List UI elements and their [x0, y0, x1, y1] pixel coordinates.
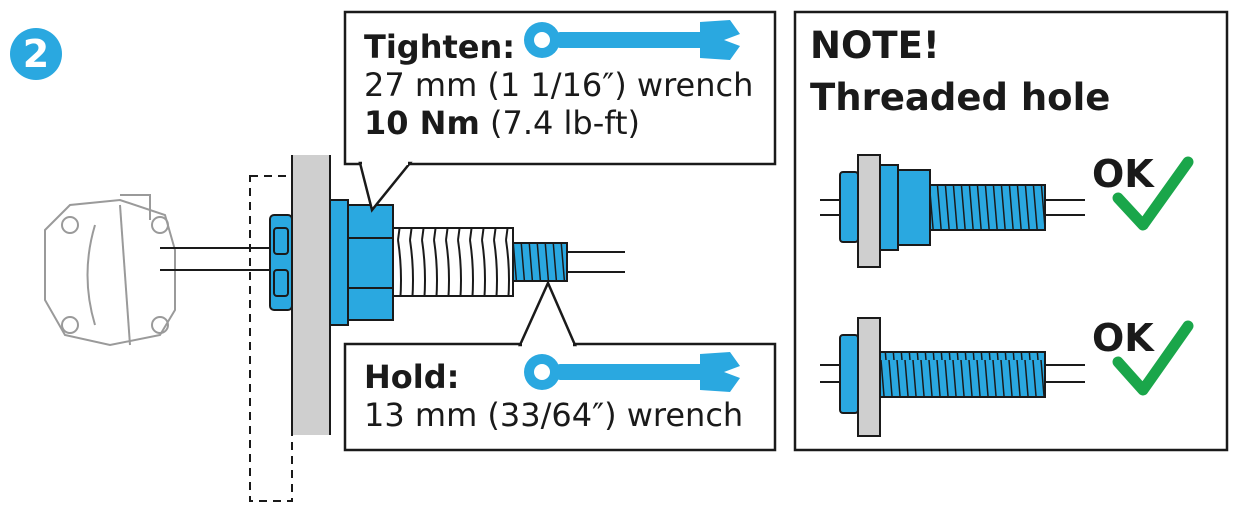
cable [160, 247, 270, 271]
note-title: NOTE! [810, 24, 940, 67]
threaded-example-2 [820, 317, 1085, 437]
cable-gland-fitting [269, 199, 625, 326]
tighten-torque: 10 Nm (7.4 lb-ft) [364, 104, 640, 142]
wrench-icon [524, 352, 740, 392]
wall-section [291, 155, 331, 435]
ok-label-1: OK [1092, 152, 1154, 196]
ok-label-2: OK [1092, 316, 1154, 360]
tighten-label: Tighten: [364, 28, 516, 66]
note-subtitle: Threaded hole [810, 76, 1111, 119]
dashed-outline [249, 175, 293, 502]
hold-label: Hold: [364, 358, 460, 396]
torque-value: 10 Nm [364, 104, 480, 142]
sensor-housing [44, 194, 176, 347]
checkmark-icon [1112, 320, 1194, 396]
checkmark-icon [1112, 156, 1194, 231]
threaded-example-1 [820, 154, 1085, 268]
hold-wrench-size: 13 mm (33/64″) wrench [364, 396, 744, 434]
wrench-icon [524, 20, 740, 60]
torque-alt: (7.4 lb-ft) [489, 104, 640, 142]
tighten-wrench-size: 27 mm (1 1/16″) wrench [364, 66, 754, 104]
step-number-badge: 2 [10, 28, 62, 80]
